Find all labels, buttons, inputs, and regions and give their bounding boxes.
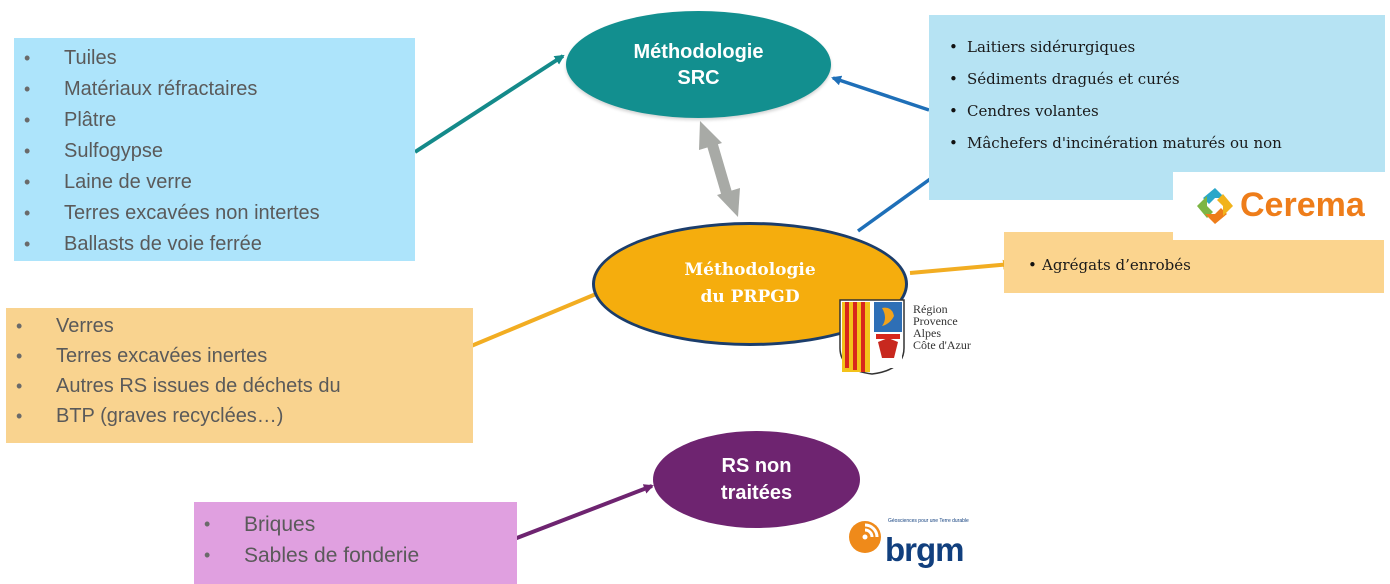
brgm-wordmark: brgm bbox=[885, 531, 964, 568]
list-item: Laine de verre bbox=[14, 167, 415, 198]
list-item: Tuiles bbox=[14, 43, 415, 74]
node-label-line1: Méthodologie bbox=[684, 260, 816, 280]
list-item: Verres bbox=[6, 311, 473, 341]
node-label-line2: traitées bbox=[720, 481, 793, 504]
rs-materials-list: Briques Sables de fonderie bbox=[194, 502, 517, 584]
cerema-logo: Cerema bbox=[1173, 172, 1385, 240]
list-item: Sables de fonderie bbox=[194, 540, 517, 571]
list-item: Plâtre bbox=[14, 105, 415, 136]
list-item: Mâchefers d'incinération maturés ou non bbox=[929, 127, 1385, 159]
list-item: Terres excavées non intertes bbox=[14, 198, 415, 229]
arrow-rs-list-to-rs bbox=[508, 484, 654, 543]
node-label-line1: RS non bbox=[721, 454, 792, 477]
list-item: Briques bbox=[194, 509, 517, 540]
list-item: Ballasts de voie ferrée bbox=[14, 229, 415, 260]
cerema-mark-icon bbox=[1197, 188, 1233, 224]
enrobes-list: Agrégats d’enrobés bbox=[1004, 232, 1384, 293]
region-coat-of-arms-icon bbox=[839, 299, 905, 375]
list-item: Terres excavées inertes bbox=[6, 341, 473, 371]
region-name-line: Provence bbox=[913, 314, 958, 328]
list-item: Sulfogypse bbox=[14, 136, 415, 167]
double-arrow-src-prpgd bbox=[699, 121, 740, 217]
brgm-tagline: Géosciences pour une Terre durable bbox=[888, 518, 969, 524]
node-methodologie-src: Méthodologie SRC bbox=[566, 11, 831, 118]
region-paca-logo: Région Provence Alpes Côte d'Azur bbox=[838, 298, 998, 376]
node-rs-non-traitees: RS non traitées bbox=[653, 431, 860, 528]
arrow-prpgd-to-enrobes bbox=[909, 259, 1013, 275]
src-materials-list: Tuiles Matériaux réfractaires Plâtre Sul… bbox=[14, 38, 415, 261]
arrow-src-list-to-src bbox=[413, 54, 565, 154]
list-item: Cendres volantes bbox=[929, 95, 1385, 127]
list-item: Agrégats d’enrobés bbox=[1004, 249, 1384, 281]
prpgd-materials-list: Verres Terres excavées inertes Autres RS… bbox=[6, 308, 473, 443]
brgm-mark-icon bbox=[849, 521, 881, 553]
list-item: Matériaux réfractaires bbox=[14, 74, 415, 105]
list-item-continuation: BTP (graves recyclées…) bbox=[6, 401, 473, 431]
list-item: Laitiers sidérurgiques bbox=[929, 31, 1385, 63]
cerema-wordmark: Cerema bbox=[1240, 186, 1365, 224]
node-label-line1: Méthodologie bbox=[633, 40, 764, 63]
arrow-prpgd-to-left-list bbox=[462, 292, 597, 351]
brgm-logo: Géosciences pour une Terre durable brgm bbox=[847, 515, 1047, 584]
node-label-line2: du PRPGD bbox=[700, 287, 800, 307]
node-label-line2: SRC bbox=[677, 66, 720, 89]
list-item: Autres RS issues de déchets du bbox=[6, 371, 473, 401]
region-name-line: Côte d'Azur bbox=[913, 338, 971, 352]
region-name-line: Alpes bbox=[913, 326, 941, 340]
region-name-line: Région bbox=[913, 302, 948, 316]
cerema-materials-list: Laitiers sidérurgiques Sédiments dragués… bbox=[929, 15, 1385, 200]
list-item: Sédiments dragués et curés bbox=[929, 63, 1385, 95]
arrow-cerema-to-src bbox=[831, 75, 930, 112]
